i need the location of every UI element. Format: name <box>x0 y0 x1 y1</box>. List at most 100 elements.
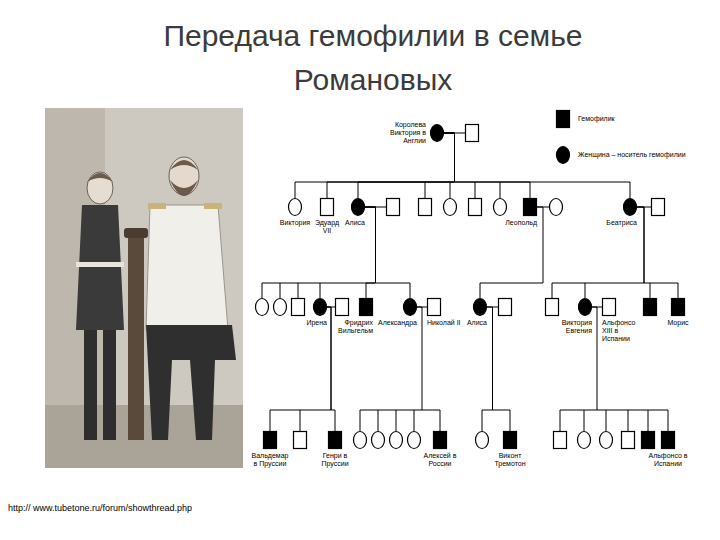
descent-line <box>425 182 426 198</box>
male-symbol <box>652 199 665 216</box>
descent-line <box>360 410 361 431</box>
descent-line <box>637 207 678 298</box>
female-symbol <box>600 432 613 449</box>
person-name: Леопольд <box>504 219 537 227</box>
person-name: Виктория <box>279 219 311 227</box>
person-node: Виконт Тремотон <box>503 431 517 449</box>
descent-line <box>628 410 629 431</box>
person-name: Виктория Евгения <box>560 319 592 335</box>
descent-line <box>584 410 585 431</box>
sibship-line <box>262 283 320 284</box>
male-symbol <box>433 431 447 449</box>
symbol-outline <box>434 432 447 449</box>
symbol-outline <box>289 199 302 216</box>
person-node: Николай II <box>427 298 441 316</box>
female-symbol <box>408 432 421 449</box>
male-symbol <box>554 432 567 449</box>
person-name: Николай II <box>427 319 462 327</box>
symbol-outline <box>579 299 592 316</box>
man-head <box>169 157 199 195</box>
female-symbol <box>550 199 563 216</box>
male-symbol <box>359 298 373 316</box>
male-symbol <box>499 299 512 316</box>
male-symbol <box>427 298 441 316</box>
title: Передача гемофилии в семье Романовых <box>113 14 633 102</box>
symbol-outline <box>352 199 365 216</box>
symbol-outline <box>603 299 616 316</box>
descent-line <box>280 283 281 298</box>
boy-leg <box>84 330 97 440</box>
person-name: Королева Виктория в Англии <box>389 121 426 145</box>
boy-head <box>87 172 113 204</box>
female-symbol <box>430 124 444 142</box>
symbol-outline <box>314 299 327 316</box>
boy-hair <box>87 173 113 182</box>
person-node: Ирена <box>313 298 327 316</box>
symbol-outline <box>321 199 334 216</box>
symbol-outline <box>662 432 675 449</box>
person-name: Альфонсо XIII в Испании <box>602 319 636 343</box>
man-beard <box>170 180 198 196</box>
male-symbol <box>294 432 307 449</box>
photo-ground <box>45 108 243 468</box>
person-name: Ирена <box>305 319 327 327</box>
descent-line <box>606 410 607 431</box>
descent-line <box>585 207 644 298</box>
legend-item: Гемофилик <box>556 110 570 128</box>
female-symbol <box>390 432 403 449</box>
descent-line <box>300 410 301 431</box>
man-tunic <box>146 205 228 330</box>
descent-line <box>500 182 501 198</box>
symbol-outline <box>557 147 570 164</box>
sibship-line <box>552 283 585 284</box>
symbol-outline <box>428 299 441 316</box>
descent-line <box>648 410 649 431</box>
male-symbol <box>523 198 537 216</box>
sibship-line <box>482 410 493 411</box>
chair-back <box>128 235 144 440</box>
descent-line <box>298 283 299 298</box>
descent-line <box>487 307 510 431</box>
descent-line <box>270 307 331 431</box>
person-node: Алиса <box>351 198 365 216</box>
symbol-outline <box>557 111 570 128</box>
descent-line <box>365 207 410 298</box>
female-symbol <box>473 298 487 316</box>
male-symbol <box>671 298 685 316</box>
legend-swatch <box>556 146 570 164</box>
boy-jacket <box>76 205 124 330</box>
male-symbol <box>503 431 517 449</box>
person-name: Алиса <box>343 219 365 227</box>
person-name: Алиса <box>465 319 487 327</box>
descent-line <box>262 283 263 298</box>
male-symbol <box>466 125 479 142</box>
female-symbol <box>476 432 489 449</box>
female-symbol <box>354 432 367 449</box>
legend-text: Гемофилик <box>578 115 615 123</box>
person-node: Королева Виктория в Англии <box>430 124 444 142</box>
male-symbol <box>263 431 277 449</box>
epaulette <box>148 203 166 209</box>
symbol-outline <box>624 199 637 216</box>
descent-line <box>365 207 376 298</box>
male-symbol <box>546 299 559 316</box>
hemophiliac-symbol <box>644 299 657 316</box>
descent-line <box>295 133 455 198</box>
symbol-outline <box>360 299 373 316</box>
man-hair <box>170 160 198 170</box>
descent-line <box>560 410 561 431</box>
symbol-outline <box>504 432 517 449</box>
person-name: Алексей в России <box>423 452 457 468</box>
male-symbol <box>469 199 482 216</box>
person-name: Эдуард VII <box>314 219 340 235</box>
descent-line <box>650 283 651 298</box>
person-node: Альфонсо XIII в Испании <box>602 298 616 316</box>
descent-line <box>396 410 397 431</box>
female-symbol <box>372 432 385 449</box>
male-symbol <box>320 198 334 216</box>
descent-line <box>327 307 335 431</box>
female-symbol <box>288 198 302 216</box>
female-symbol <box>494 199 507 216</box>
symbol-outline <box>264 432 277 449</box>
female-symbol <box>623 198 637 216</box>
